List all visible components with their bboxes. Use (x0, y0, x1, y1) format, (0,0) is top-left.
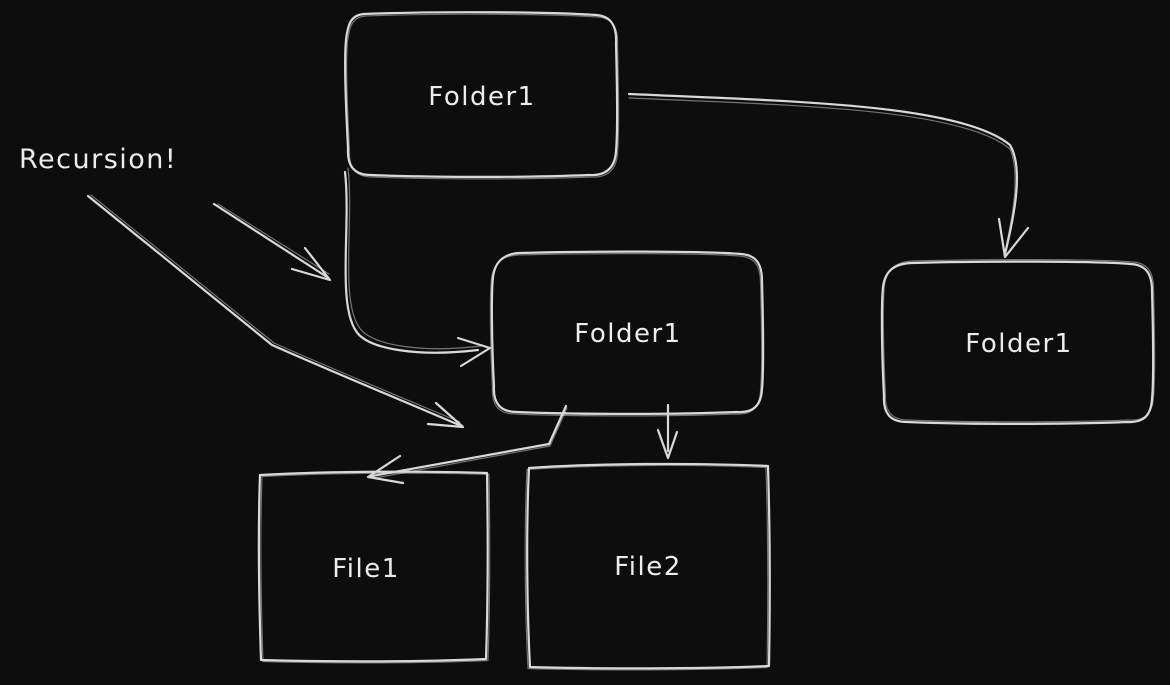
node-file2-outline-sketch (524, 464, 769, 671)
node-file2[interactable]: File2 (524, 462, 771, 671)
node-file1-outline-sketch (260, 472, 491, 664)
edge-top-to-middle[interactable] (343, 167, 492, 368)
node-folder-middle-outline (490, 250, 765, 415)
edge-middle-to-file1-line (370, 404, 568, 478)
edge-recursion-long-arrow-line (86, 194, 461, 427)
edge-top-to-middle-line (343, 170, 480, 354)
edge-top-to-middle-line-sketch (347, 167, 482, 350)
diagram-layer: Folder1 Folder1 Folder1 File1 (19, 11, 1156, 671)
edge-recursion-short-arrow[interactable] (212, 202, 332, 282)
node-folder-top[interactable]: Folder1 (344, 11, 620, 180)
node-folder-right-outline (880, 260, 1155, 425)
node-file1-label: File1 (332, 554, 400, 584)
node-file2-label: File2 (614, 552, 682, 582)
edge-top-to-right-line-sketch (628, 97, 1016, 257)
edge-recursion-short-arrow-line (212, 202, 329, 279)
annotation-recursion-text: Recursion! (19, 144, 177, 175)
edge-recursion-long-arrow[interactable] (86, 194, 465, 429)
edge-middle-to-file1-arrowhead (366, 454, 405, 485)
node-folder-right[interactable]: Folder1 (880, 259, 1156, 425)
edge-top-to-right[interactable] (627, 92, 1030, 259)
annotation-recursion[interactable]: Recursion! (19, 144, 177, 175)
edge-middle-to-file2-arrowhead (656, 428, 679, 460)
node-file1[interactable]: File1 (257, 470, 491, 664)
edge-middle-to-file1-line-sketch (374, 407, 568, 479)
edge-recursion-short-arrow-line-sketch (217, 203, 330, 275)
node-folder-top-outline-sketch (346, 13, 620, 180)
node-folder-middle[interactable]: Folder1 (489, 250, 765, 417)
edge-top-to-right-line (627, 92, 1018, 256)
node-folder-middle-label: Folder1 (574, 319, 681, 349)
edge-middle-to-file1[interactable] (366, 404, 568, 485)
node-folder-right-label: Folder1 (965, 329, 1072, 359)
edge-recursion-long-arrow-arrowhead (426, 401, 465, 429)
node-folder-top-label: Folder1 (428, 82, 535, 112)
node-folder-top-outline (344, 11, 619, 178)
edge-middle-to-file2[interactable] (656, 403, 679, 460)
node-file2-outline (526, 462, 771, 670)
node-folder-right-outline-sketch (882, 259, 1156, 423)
edge-top-to-middle-arrowhead (456, 336, 492, 368)
node-folder-middle-outline-sketch (489, 253, 763, 417)
node-file1-outline (257, 470, 489, 663)
edge-recursion-long-arrow-line-sketch (90, 194, 461, 423)
edge-top-to-right-arrowhead (997, 217, 1030, 259)
edge-recursion-short-arrow-arrowhead (290, 246, 332, 282)
